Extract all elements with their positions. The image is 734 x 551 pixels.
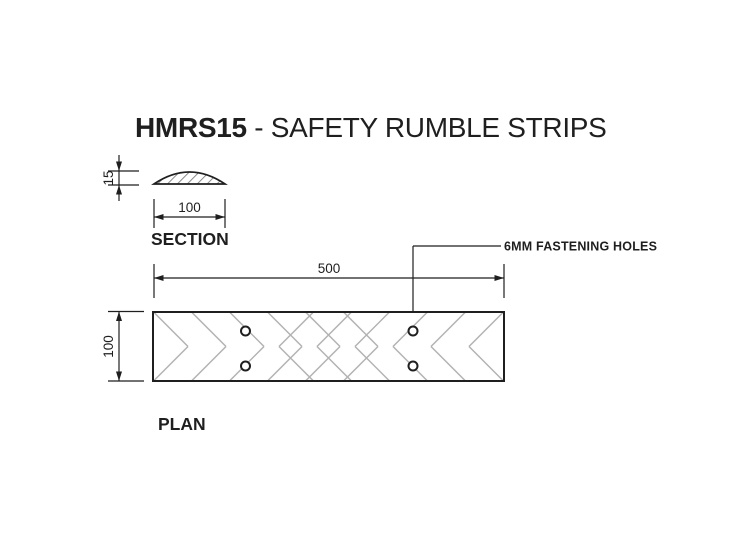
chevron-line — [316, 312, 353, 348]
arrowhead — [116, 161, 122, 171]
arrowhead — [116, 185, 122, 195]
section-label: SECTION — [151, 229, 229, 249]
fastening-hole — [240, 325, 251, 337]
chevron-line — [316, 345, 353, 381]
drawing-title: HMRS15 - SAFETY RUMBLE STRIPS — [135, 112, 607, 143]
chevron-line — [304, 345, 341, 381]
title-name: - SAFETY RUMBLE STRIPS — [247, 112, 607, 143]
plan-length-value: 500 — [318, 261, 341, 276]
section-height-dimension: 15 — [101, 155, 139, 201]
chevron-line — [190, 345, 227, 381]
section-width-value: 100 — [178, 200, 201, 215]
chevron-line — [266, 345, 303, 381]
chevron-line — [266, 312, 303, 348]
plan-width-dimension: 100 — [101, 310, 144, 382]
chevron-line — [153, 345, 189, 381]
chevron-line — [342, 312, 379, 348]
plan-body-fill — [153, 312, 504, 381]
section-width-dimension: 100 — [153, 199, 226, 228]
arrowhead — [116, 371, 122, 381]
fastening-hole — [407, 360, 419, 372]
chevron-line — [278, 345, 315, 381]
plan-outline — [152, 311, 505, 382]
plan-length-dimension: 500 — [153, 261, 505, 298]
fastening-holes — [240, 325, 419, 372]
section-view: 15 100 SECTION — [101, 155, 229, 249]
plan-label: PLAN — [158, 414, 206, 434]
fastening-hole — [240, 360, 251, 372]
arrowhead — [154, 275, 164, 281]
chevron-line — [342, 345, 379, 381]
arrowhead — [494, 275, 504, 281]
chevron-line — [278, 312, 315, 348]
section-height-value: 15 — [101, 170, 116, 185]
title-code: HMRS15 — [135, 112, 247, 143]
chevron-line — [430, 345, 467, 381]
arrowhead — [116, 311, 122, 321]
chevron-line — [468, 312, 504, 348]
fastening-holes-note: 6MM FASTENING HOLES — [504, 240, 657, 254]
chevron-line — [468, 345, 504, 381]
arrowhead — [215, 214, 225, 220]
section-profile-shape — [151, 171, 228, 185]
chevron-line — [354, 312, 391, 348]
chevron-line — [430, 312, 467, 348]
chevron-line — [153, 312, 189, 348]
plan-view: 500 6MM FASTENING HOLES — [101, 240, 657, 435]
fastening-hole — [407, 325, 419, 337]
chevron-line — [354, 345, 391, 381]
chevron-pattern — [153, 312, 504, 381]
chevron-line — [304, 312, 341, 348]
arrowhead — [154, 214, 164, 220]
plan-width-value: 100 — [101, 335, 116, 358]
chevron-line — [190, 312, 227, 348]
